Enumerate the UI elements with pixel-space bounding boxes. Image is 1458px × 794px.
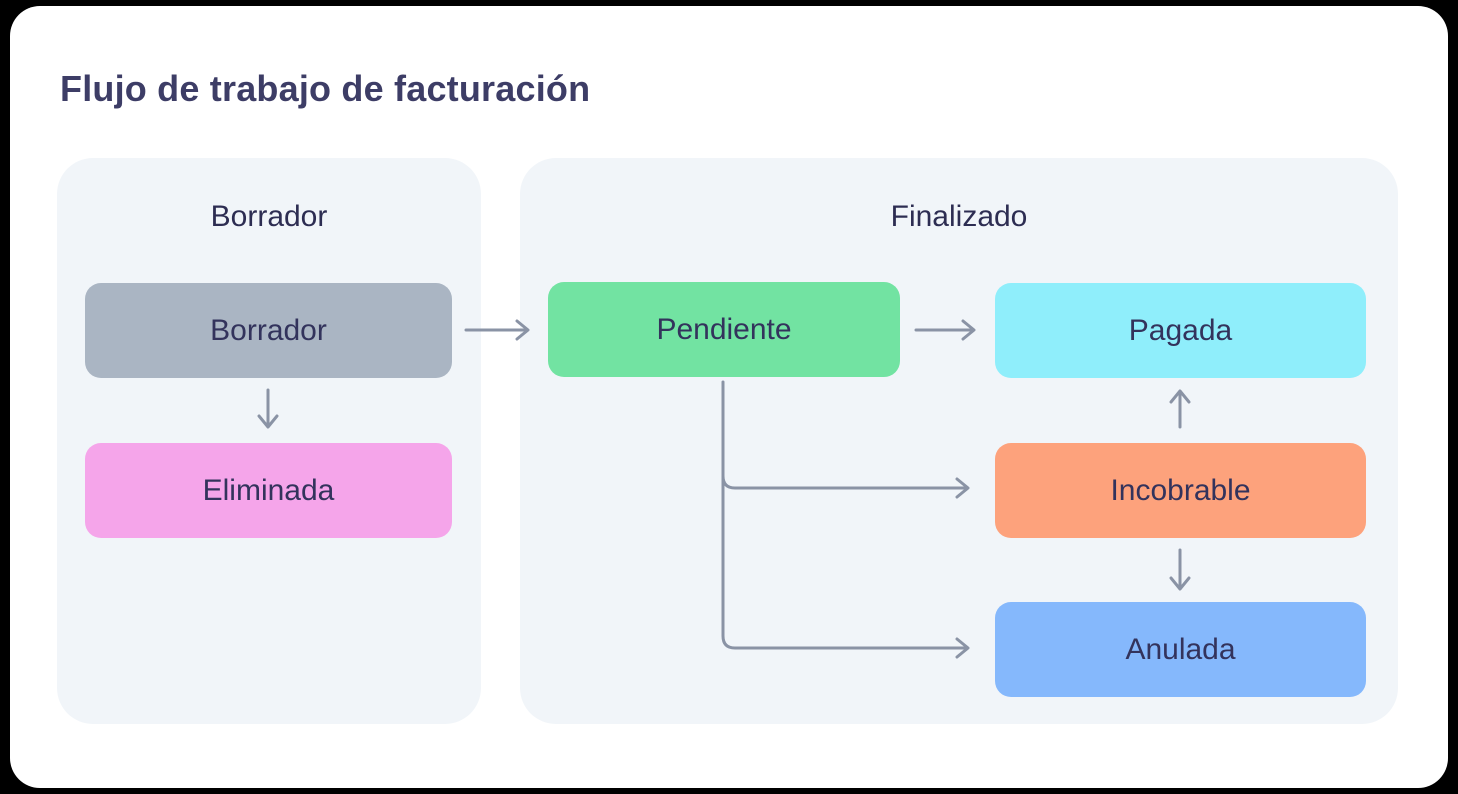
node-eliminada-label: Eliminada: [202, 473, 335, 507]
node-borrador-label: Borrador: [210, 313, 327, 347]
node-pagada: Pagada: [995, 283, 1366, 378]
node-anulada-label: Anulada: [1125, 632, 1236, 666]
node-incobrable: Incobrable: [995, 443, 1366, 538]
node-anulada: Anulada: [995, 602, 1366, 697]
panel-borrador-header: Borrador: [210, 200, 328, 233]
node-borrador: Borrador: [85, 283, 452, 378]
node-pendiente-label: Pendiente: [656, 312, 792, 346]
node-eliminada: Eliminada: [85, 443, 452, 538]
node-pendiente: Pendiente: [548, 282, 900, 377]
panel-borrador: Borrador: [57, 158, 481, 724]
panel-finalizado-header: Finalizado: [890, 200, 1028, 233]
page-title: Flujo de trabajo de facturación: [60, 68, 591, 109]
node-pagada-label: Pagada: [1128, 313, 1233, 347]
node-incobrable-label: Incobrable: [1110, 473, 1251, 507]
